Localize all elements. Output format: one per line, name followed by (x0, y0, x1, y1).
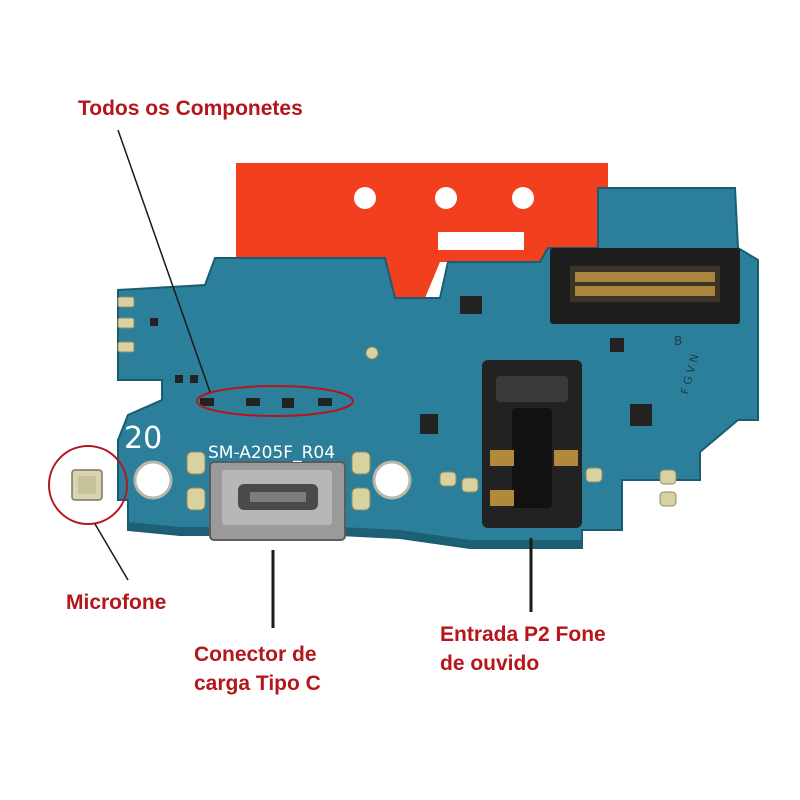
mount-hole-right (372, 460, 412, 500)
microphone-component (71, 469, 103, 501)
usb-connector-callout: Conector de carga Tipo C (194, 640, 321, 698)
microphone-callout-text: Microfone (66, 591, 167, 614)
components-callout: Todos os Componetes (78, 94, 303, 123)
board-number-silkscreen: 20 (124, 421, 162, 456)
usb-connector-callout-line1: Conector de (194, 643, 317, 666)
components-highlight-ellipse (196, 385, 354, 417)
headphone-jack (482, 360, 582, 528)
model-silkscreen: SM-A205F_R04 (208, 443, 335, 463)
headphone-jack-callout-line1: Entrada P2 Fone (440, 623, 606, 646)
headphone-jack-callout: Entrada P2 Fone de ouvido (440, 620, 606, 678)
components-callout-text: Todos os Componetes (78, 97, 303, 120)
gold-pads (117, 296, 677, 511)
components-leader-line (117, 129, 211, 393)
microphone-highlight-circle (48, 445, 128, 525)
headphone-jack-callout-line2: de ouvido (440, 652, 540, 675)
usb-connector-callout-line2: carga Tipo C (194, 672, 321, 695)
microphone-callout: Microfone (66, 588, 166, 617)
microphone-leader-line (94, 523, 129, 581)
mount-hole-left (133, 460, 173, 500)
silkscreen-letter-b: B (674, 334, 682, 348)
smd-components (150, 296, 652, 434)
board-connector (550, 248, 740, 324)
usb-c-connector (209, 461, 346, 541)
orange-stiffener (236, 163, 608, 298)
